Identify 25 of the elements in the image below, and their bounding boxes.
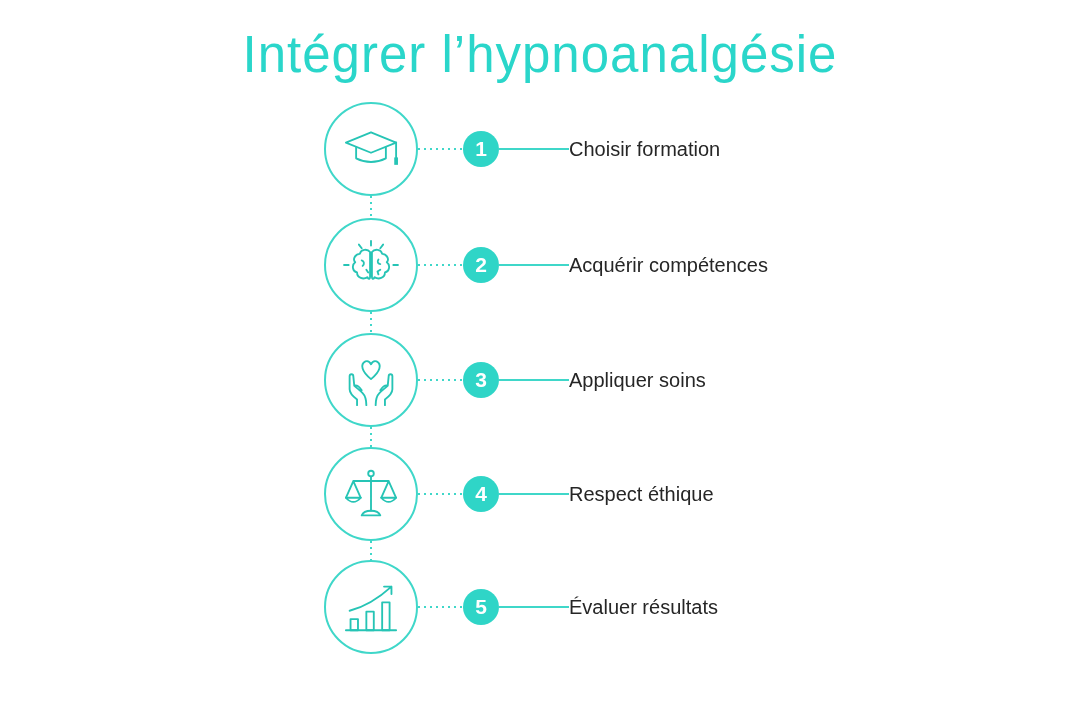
dotted-connector bbox=[370, 195, 372, 219]
step-label: Évaluer résultats bbox=[569, 595, 718, 619]
connector-line bbox=[498, 264, 570, 266]
dotted-connector bbox=[370, 540, 372, 561]
connector-line bbox=[498, 606, 570, 608]
step-number: 1 bbox=[463, 131, 499, 167]
step-label: Choisir formation bbox=[569, 137, 721, 161]
dotted-connector bbox=[417, 493, 464, 495]
connector-line bbox=[498, 493, 570, 495]
step-label: Respect éthique bbox=[569, 482, 714, 506]
step-number: 5 bbox=[463, 589, 499, 625]
dotted-connector bbox=[370, 426, 372, 448]
dotted-connector bbox=[417, 379, 464, 381]
connector-line bbox=[498, 379, 570, 381]
title: Intégrer l’hypnoanalgésie bbox=[242, 26, 838, 84]
connector-line bbox=[498, 148, 570, 150]
dotted-connector bbox=[370, 311, 372, 334]
dotted-connector bbox=[417, 606, 464, 608]
step-number: 3 bbox=[463, 362, 499, 398]
step-label: Appliquer soins bbox=[569, 368, 706, 392]
step-number: 2 bbox=[463, 247, 499, 283]
dotted-connector bbox=[417, 148, 464, 150]
step-number: 4 bbox=[463, 476, 499, 512]
step-label: Acquérir compétences bbox=[569, 253, 768, 277]
dotted-connector bbox=[417, 264, 464, 266]
